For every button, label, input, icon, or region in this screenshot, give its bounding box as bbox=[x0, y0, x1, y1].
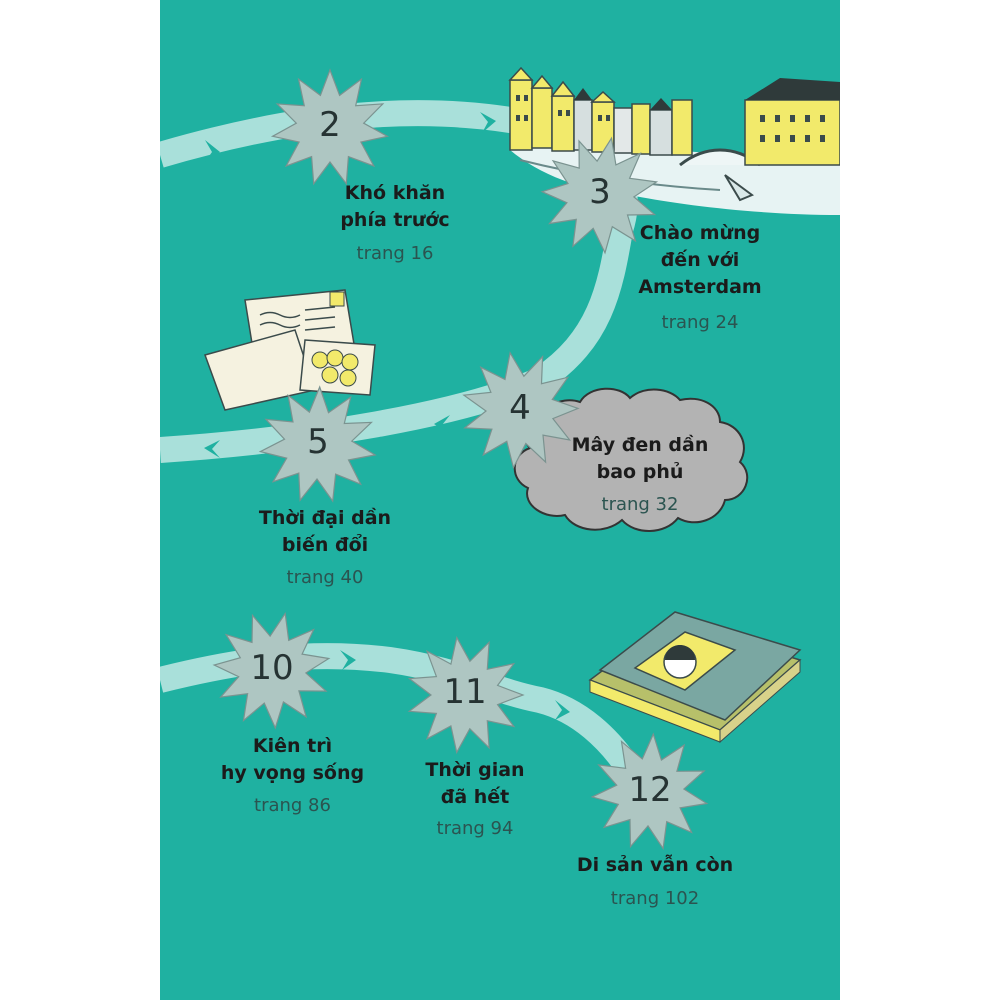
chapter-number-11: 11 bbox=[443, 672, 487, 712]
chapter-title-2[interactable]: Khó khăn phía trước bbox=[335, 180, 455, 234]
title-line: biến đổi bbox=[281, 534, 369, 556]
title-line: phía trước bbox=[340, 209, 450, 231]
title-line: bao phủ bbox=[596, 461, 684, 483]
chapter-title-4[interactable]: Mây đen dần bao phủ bbox=[565, 432, 715, 486]
chapter-title-10[interactable]: Kiên trì hy vọng sống bbox=[210, 733, 375, 787]
stars-layer bbox=[212, 68, 709, 851]
chapter-number-3: 3 bbox=[589, 172, 611, 212]
chapter-page-3: trang 24 bbox=[661, 312, 739, 333]
chapter-number-2: 2 bbox=[319, 105, 341, 145]
title-line: Kiên trì bbox=[252, 735, 333, 757]
chapter-page-5: trang 40 bbox=[286, 567, 364, 588]
cloud-shape bbox=[513, 387, 749, 532]
path-arrows-lower bbox=[340, 650, 570, 720]
chapter-star-4 bbox=[462, 351, 580, 470]
chapter-title-3[interactable]: Chào mừng đến với Amsterdam bbox=[630, 220, 770, 301]
chapter-star-11 bbox=[407, 635, 525, 755]
contents-page: 2 3 4 5 10 11 12 Khó khăn phía trước tra… bbox=[160, 0, 840, 1000]
chapter-page-2: trang 16 bbox=[356, 243, 434, 264]
chapter-star-3 bbox=[540, 136, 659, 255]
title-line: Thời gian bbox=[425, 759, 525, 781]
book-illustration bbox=[588, 611, 802, 744]
title-line: Khó khăn bbox=[344, 182, 446, 204]
title-line: hy vọng sống bbox=[220, 762, 365, 784]
title-line: Chào mừng bbox=[639, 222, 761, 244]
title-line: Amsterdam bbox=[638, 276, 762, 298]
title-line: đến với bbox=[660, 249, 740, 271]
chapter-title-11[interactable]: Thời gian đã hết bbox=[410, 757, 540, 811]
postcards-illustration bbox=[204, 289, 376, 411]
title-line: Di sản vẫn còn bbox=[576, 854, 734, 876]
chapter-number-10: 10 bbox=[250, 648, 294, 688]
chapter-star-12 bbox=[590, 732, 709, 851]
chapter-page-10: trang 86 bbox=[254, 795, 331, 816]
title-line: Thời đại dần bbox=[258, 507, 392, 529]
chapter-star-5 bbox=[258, 385, 377, 503]
chapter-number-12: 12 bbox=[628, 770, 672, 810]
chapter-number-5: 5 bbox=[307, 422, 329, 462]
chapter-page-11: trang 94 bbox=[436, 818, 514, 839]
chapter-number-4: 4 bbox=[509, 388, 531, 428]
chapter-star-10 bbox=[212, 611, 331, 730]
title-line: Mây đen dần bbox=[571, 434, 709, 456]
title-line: đã hết bbox=[440, 786, 510, 808]
illustration-layer bbox=[160, 66, 840, 851]
chapter-title-5[interactable]: Thời đại dần biến đổi bbox=[250, 505, 400, 559]
chapter-title-12[interactable]: Di sản vẫn còn bbox=[565, 852, 745, 879]
chapter-page-12: trang 102 bbox=[610, 888, 700, 909]
chapter-page-4: trang 32 bbox=[601, 494, 679, 515]
chapter-star-2 bbox=[270, 68, 390, 186]
